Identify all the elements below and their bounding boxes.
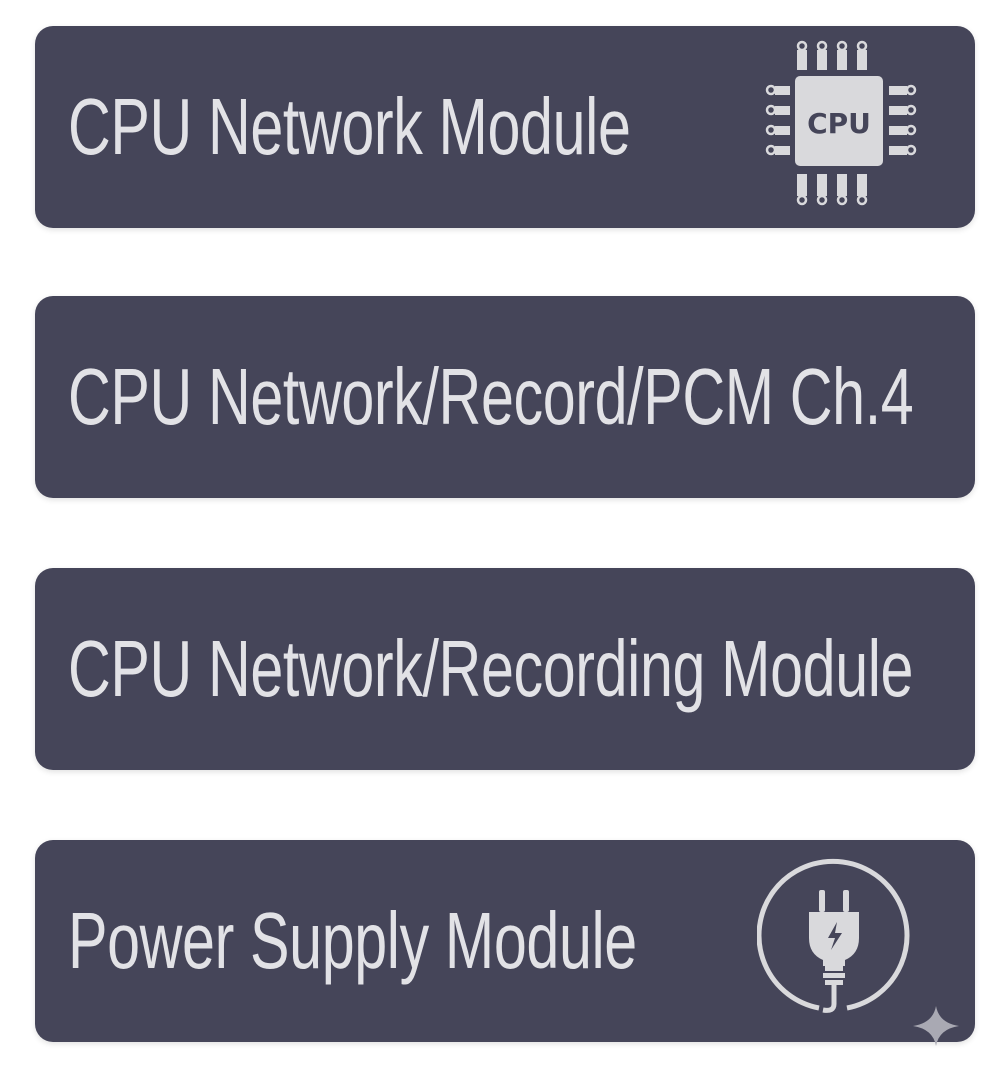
sparkle-icon (913, 1006, 959, 1046)
module-label: Power Supply Module (68, 896, 637, 985)
module-label: CPU Network Module (68, 82, 631, 171)
module-card-cpu-network[interactable]: CPU Network Module CPU (35, 26, 975, 228)
module-label: CPU Network/Recording Module (68, 624, 914, 713)
module-card-cpu-network-record-pcm[interactable]: CPU Network/Record/PCM Ch.4 (35, 296, 975, 498)
cpu-chip-icon: CPU (765, 40, 917, 206)
cpu-icon-text: CPU (807, 107, 871, 140)
module-card-cpu-network-recording[interactable]: CPU Network/Recording Module (35, 568, 975, 770)
module-label: CPU Network/Record/PCM Ch.4 (68, 352, 914, 441)
power-plug-icon (757, 858, 910, 1013)
module-card-power-supply[interactable]: Power Supply Module (35, 840, 975, 1046)
